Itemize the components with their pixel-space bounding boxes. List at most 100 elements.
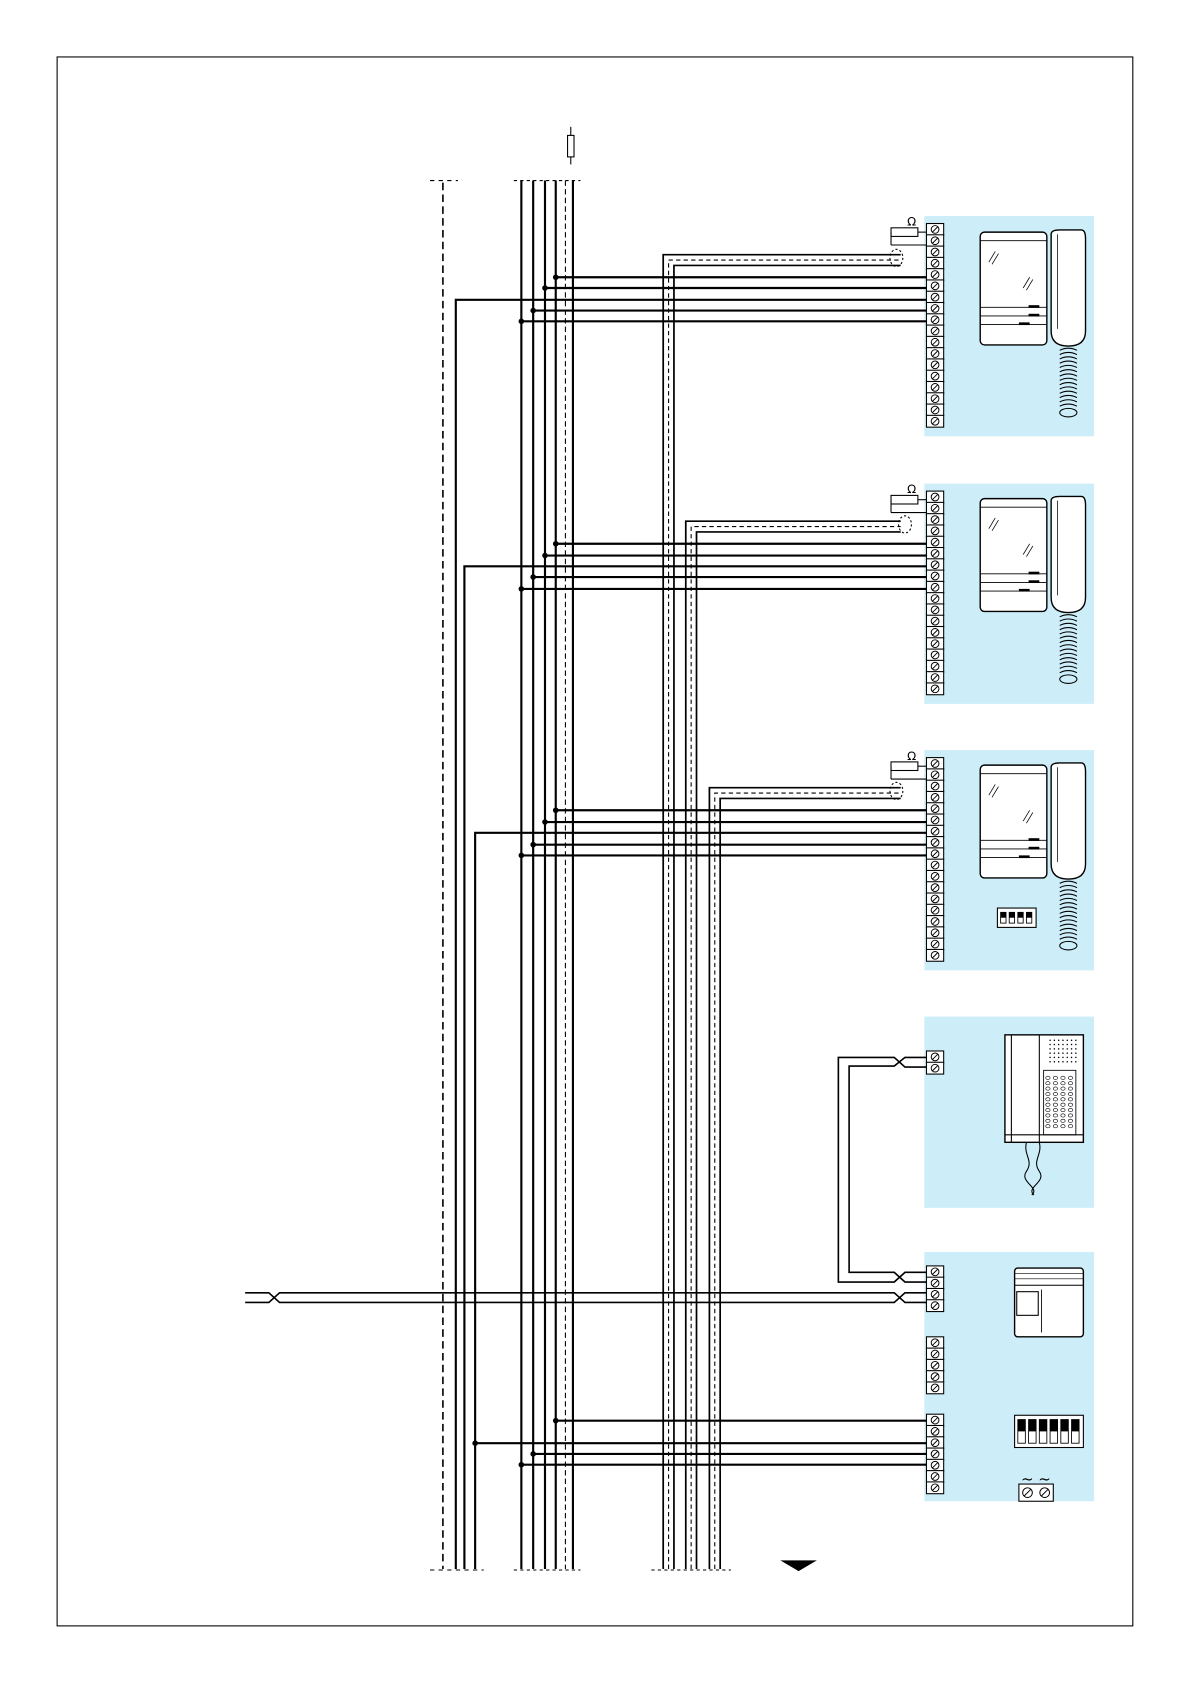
grille-dot — [1049, 1057, 1051, 1059]
grille-dot — [1071, 1039, 1073, 1041]
terminal-icon — [926, 1414, 943, 1426]
terminal-icon — [926, 348, 943, 360]
terminal-icon — [926, 404, 943, 416]
terminal-icon — [926, 1051, 943, 1063]
terminal-icon — [926, 814, 943, 826]
terminal-icon — [926, 638, 943, 650]
resistor-label-3: Ω — [907, 749, 916, 763]
grille-dot — [1049, 1052, 1051, 1054]
dip-switch-lever — [1039, 1420, 1047, 1432]
terminal-icon — [926, 269, 943, 281]
grille-dot — [1054, 1057, 1056, 1059]
terminal-icon — [926, 1437, 943, 1449]
terminal-icon — [926, 491, 943, 503]
grille-dot — [1062, 1039, 1064, 1041]
resistor-icon — [568, 127, 574, 165]
handset-body — [980, 765, 1047, 878]
grille-dot — [1071, 1048, 1073, 1050]
grille-dot — [1071, 1061, 1073, 1063]
handset-body — [980, 232, 1047, 345]
terminal-icon — [926, 660, 943, 672]
dip-switch-lever — [1072, 1420, 1080, 1432]
handset-units — [980, 230, 1085, 950]
terminal-icon — [926, 381, 943, 393]
terminal-strip-unit-2 — [926, 491, 943, 695]
terminal-icon — [926, 927, 943, 939]
grille-dot — [1071, 1057, 1073, 1059]
terminal-icon — [926, 224, 943, 236]
receiver-icon — [1051, 230, 1085, 346]
terminal-icon — [926, 291, 943, 303]
grille-dot — [1075, 1048, 1077, 1050]
grille-dot — [1071, 1044, 1073, 1046]
terminal-icon — [926, 536, 943, 548]
grille-dot — [1067, 1061, 1069, 1063]
grille-dot — [1075, 1044, 1077, 1046]
grille-dot — [1062, 1044, 1064, 1046]
grille-dot — [1058, 1048, 1060, 1050]
dip-switch-lever — [1018, 912, 1023, 917]
terminal-icon — [926, 548, 943, 560]
grille-dot — [1054, 1061, 1056, 1063]
coax-cables — [651, 255, 900, 1570]
terminal-icon — [926, 1459, 943, 1471]
terminal-icon — [926, 393, 943, 405]
down-arrow-icon — [780, 1560, 817, 1571]
terminal-icon — [926, 1337, 943, 1349]
terminal-icon — [926, 1471, 943, 1483]
grille-dot — [1062, 1052, 1064, 1054]
terminal-icon — [926, 1062, 943, 1074]
terminal-icon — [926, 837, 943, 849]
receiver-icon — [1051, 763, 1085, 879]
terminal-strip-unit-3 — [926, 758, 943, 962]
terminal-icon — [926, 246, 943, 258]
main-bus — [514, 181, 581, 1570]
terminal-icon — [926, 672, 943, 684]
terminal-icon — [926, 859, 943, 871]
terminal-strip-control-c — [926, 1414, 943, 1494]
grille-dot — [1062, 1057, 1064, 1059]
handset-body — [980, 499, 1047, 612]
control-module-unit — [1015, 1268, 1084, 1337]
terminal-icon — [926, 514, 943, 526]
grille-dot — [1075, 1061, 1077, 1063]
ac-label-2: ~ — [1038, 1470, 1051, 1488]
terminal-icon — [926, 593, 943, 605]
terminal-icon — [926, 791, 943, 803]
terminal-icon — [926, 1266, 943, 1278]
ac-label-1: ~ — [1021, 1470, 1034, 1488]
grille-dot — [1075, 1057, 1077, 1059]
terminal-icon — [926, 825, 943, 837]
intercom-wiring — [245, 1057, 926, 1302]
dip-switch-lever — [1001, 912, 1006, 917]
grille-dot — [1058, 1061, 1060, 1063]
receiver-icon — [1051, 496, 1085, 612]
terminal-icon — [926, 1288, 943, 1300]
terminal-icon — [926, 280, 943, 292]
terminal-icon — [926, 1382, 943, 1394]
terminal-icon — [926, 1371, 943, 1383]
terminal-icon — [926, 581, 943, 593]
terminal-strips — [926, 224, 943, 1494]
terminal-icon — [926, 904, 943, 916]
grille-dot — [1058, 1039, 1060, 1041]
dip-switch-control — [1015, 1415, 1084, 1447]
terminal-icon — [926, 780, 943, 792]
terminal-icon — [926, 1359, 943, 1371]
terminal-icon — [926, 615, 943, 627]
terminal-icon — [926, 235, 943, 247]
grille-dot — [1058, 1052, 1060, 1054]
grille-dot — [1058, 1057, 1060, 1059]
terminal-icon — [926, 649, 943, 661]
terminal-icon — [926, 336, 943, 348]
terminal-icon — [926, 303, 943, 315]
dip-switch-lever — [1018, 1420, 1026, 1432]
grille-dot — [1075, 1052, 1077, 1054]
grille-dot — [1071, 1052, 1073, 1054]
resistor-label-1: Ω — [907, 215, 916, 229]
dip-switch-lever — [1026, 912, 1031, 917]
grille-dot — [1049, 1044, 1051, 1046]
coax-loops — [890, 249, 911, 799]
terminal-icon — [926, 938, 943, 950]
